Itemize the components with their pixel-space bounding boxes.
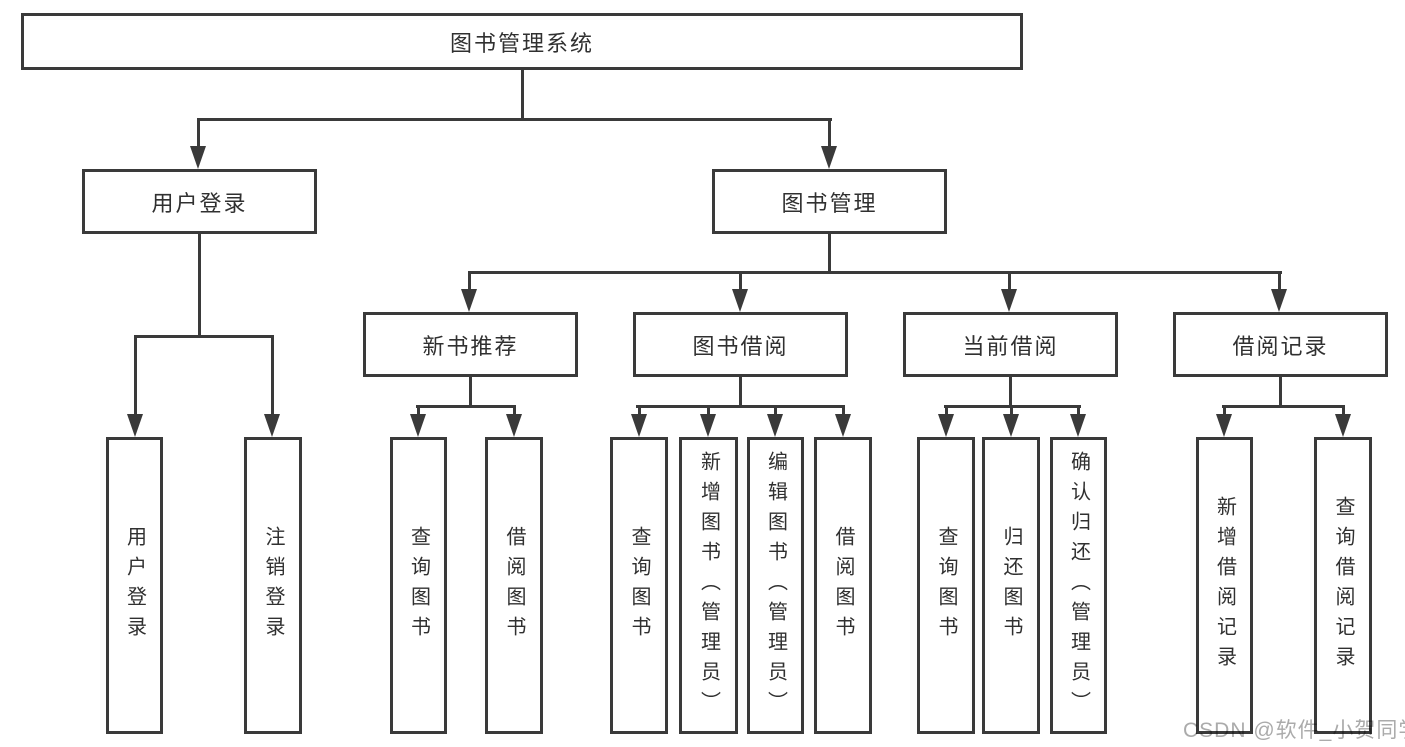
node-recommend-query-books: 查询图书: [390, 437, 447, 734]
connector-segment: [842, 405, 845, 416]
node-current-query-books: 查询图书: [917, 437, 975, 734]
connector-segment: [416, 405, 516, 408]
connector-segment: [1222, 405, 1344, 408]
connector-segment: [739, 273, 742, 291]
node-records-add-borrow-record: 新增借阅记录: [1196, 437, 1253, 734]
node-current-borrowing: 当前借阅: [903, 312, 1118, 377]
node-borrowing-edit-books-admin-label: 编辑图书（管理员）: [764, 450, 787, 721]
csdn-watermark: CSDN @软件_小贺同学: [1183, 719, 1405, 742]
arrowhead-down-icon: [1070, 414, 1086, 437]
node-records-add-borrow-record-label: 新增借阅记录: [1213, 495, 1236, 676]
connector-segment: [468, 271, 1282, 274]
node-user-login-label: 用户登录: [123, 525, 146, 646]
connector-segment: [1223, 405, 1226, 416]
connector-segment: [945, 405, 948, 416]
node-current-return-books: 归还图书: [982, 437, 1040, 734]
node-borrowing-query-books-label: 查询图书: [628, 525, 650, 646]
arrowhead-down-icon: [732, 289, 748, 312]
connector-segment: [271, 337, 274, 415]
node-borrowing-add-books-admin-label: 新增图书（管理员）: [697, 450, 720, 721]
connector-segment: [417, 405, 420, 416]
connector-segment: [1342, 405, 1345, 416]
node-root-system: 图书管理系统: [21, 13, 1023, 70]
arrowhead-down-icon: [835, 414, 851, 437]
node-logout-login-label: 注销登录: [262, 525, 284, 646]
node-user-login: 用户登录: [106, 437, 163, 734]
node-current-return-books-label: 归还图书: [1000, 525, 1022, 646]
connector-segment: [1009, 377, 1012, 408]
arrowhead-down-icon: [821, 146, 837, 169]
node-recommend-borrow-books: 借阅图书: [485, 437, 543, 734]
node-current-query-books-label: 查询图书: [935, 525, 957, 646]
connector-segment: [1008, 273, 1011, 291]
connector-segment: [134, 337, 137, 415]
connector-segment: [1279, 377, 1282, 408]
arrowhead-down-icon: [1003, 414, 1019, 437]
arrowhead-down-icon: [1271, 289, 1287, 312]
node-borrowing-edit-books-admin: 编辑图书（管理员）: [747, 437, 804, 734]
connector-segment: [828, 120, 831, 148]
node-current-confirm-return-admin: 确认归还（管理员）: [1050, 437, 1107, 734]
connector-segment: [828, 233, 831, 273]
connector-segment: [1077, 405, 1080, 416]
node-book-management: 图书管理: [712, 169, 947, 234]
arrowhead-down-icon: [127, 414, 143, 437]
node-current-borrowing-label: 当前借阅: [962, 333, 1059, 359]
node-book-borrowing-label: 图书借阅: [692, 333, 789, 359]
connector-segment: [774, 405, 777, 416]
arrowhead-down-icon: [700, 414, 716, 437]
connector-segment: [134, 335, 274, 338]
node-records-query-borrow-record-label: 查询借阅记录: [1332, 495, 1354, 676]
arrowhead-down-icon: [1216, 414, 1232, 437]
connector-segment: [707, 405, 710, 416]
node-borrowing-query-books: 查询图书: [610, 437, 668, 734]
node-current-confirm-return-admin-label: 确认归还（管理员）: [1067, 450, 1090, 721]
node-book-management-label: 图书管理: [781, 190, 878, 216]
arrowhead-down-icon: [1001, 289, 1017, 312]
node-borrowing-borrow-books: 借阅图书: [814, 437, 872, 734]
node-book-borrowing: 图书借阅: [633, 312, 848, 377]
connector-segment: [638, 405, 641, 416]
arrowhead-down-icon: [506, 414, 522, 437]
node-user-login-group-label: 用户登录: [151, 190, 248, 216]
node-borrowing-records: 借阅记录: [1173, 312, 1388, 377]
node-user-login-group: 用户登录: [82, 169, 317, 234]
arrowhead-down-icon: [1335, 414, 1351, 437]
node-new-book-recommend: 新书推荐: [363, 312, 578, 377]
node-root-system-label: 图书管理系统: [449, 30, 594, 56]
arrowhead-down-icon: [938, 414, 954, 437]
arrowhead-down-icon: [767, 414, 783, 437]
arrowhead-down-icon: [264, 414, 280, 437]
node-new-book-recommend-label: 新书推荐: [422, 333, 519, 359]
arrowhead-down-icon: [190, 146, 206, 169]
connector-segment: [1278, 273, 1281, 291]
node-recommend-borrow-books-label: 借阅图书: [503, 525, 525, 646]
connector-segment: [469, 377, 472, 408]
connector-segment: [198, 234, 201, 337]
node-logout-login: 注销登录: [244, 437, 302, 734]
connector-segment: [739, 377, 742, 408]
connector-segment: [513, 405, 516, 416]
node-recommend-query-books-label: 查询图书: [407, 525, 430, 646]
arrowhead-down-icon: [631, 414, 647, 437]
node-borrowing-borrow-books-label: 借阅图书: [832, 525, 854, 646]
arrowhead-down-icon: [461, 289, 477, 312]
connector-segment: [468, 273, 471, 291]
arrowhead-down-icon: [410, 414, 426, 437]
connector-segment: [1010, 405, 1013, 416]
node-records-query-borrow-record: 查询借阅记录: [1314, 437, 1372, 734]
connector-segment: [197, 120, 200, 148]
connector-segment: [521, 69, 524, 119]
node-borrowing-add-books-admin: 新增图书（管理员）: [679, 437, 738, 734]
connector-segment: [636, 405, 845, 408]
connector-segment: [197, 118, 832, 121]
node-borrowing-records-label: 借阅记录: [1232, 333, 1329, 359]
